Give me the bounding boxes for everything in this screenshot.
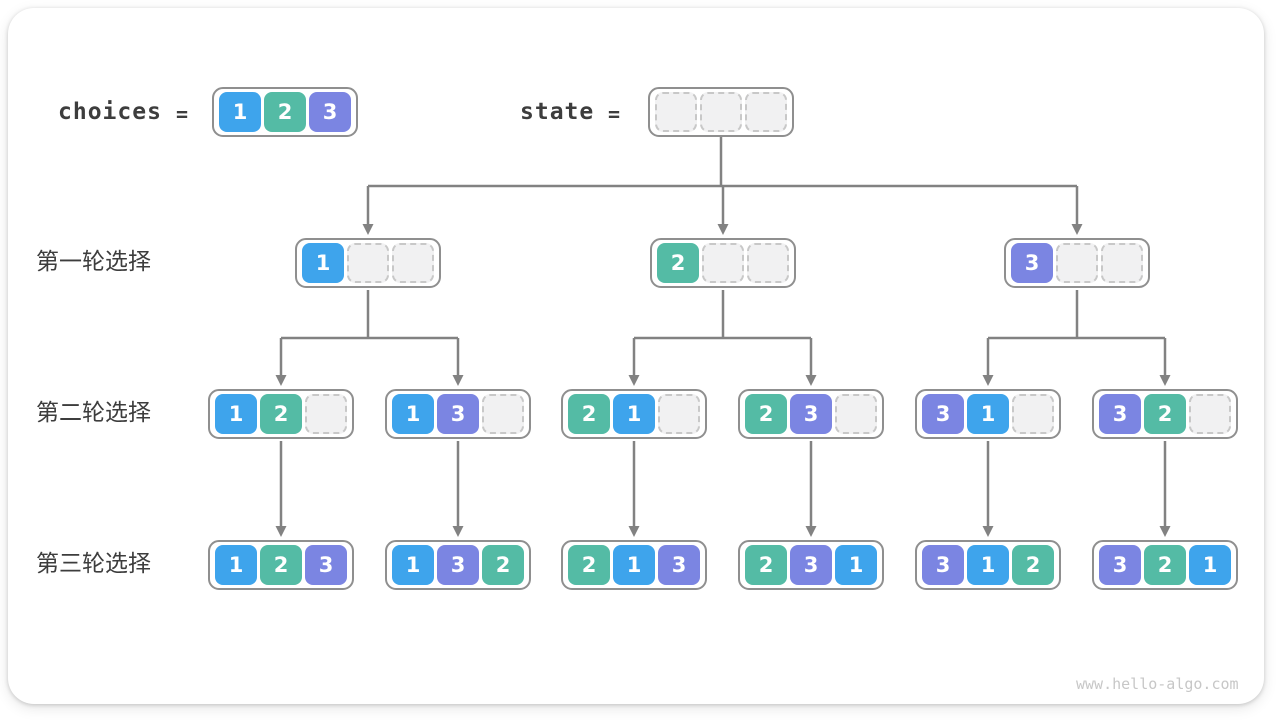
choice-cell: 1 (215, 545, 257, 585)
empty-cell (1056, 243, 1098, 283)
choice-cell: 1 (219, 92, 261, 132)
choice-cell: 2 (657, 243, 699, 283)
choice-cell: 2 (745, 394, 787, 434)
empty-cell (700, 92, 742, 132)
state-node: 3 (1004, 238, 1150, 288)
choice-cell: 1 (967, 545, 1009, 585)
choices-label: choices (58, 99, 162, 125)
empty-cell (1189, 394, 1231, 434)
choice-cell: 3 (437, 545, 479, 585)
choice-cell: 2 (568, 394, 610, 434)
state-node: 1 (295, 238, 441, 288)
choice-cell: 1 (613, 394, 655, 434)
choice-cell: 1 (967, 394, 1009, 434)
choice-cell: 3 (922, 394, 964, 434)
empty-cell (658, 394, 700, 434)
choice-cell: 3 (658, 545, 700, 585)
equals-sign: = (176, 102, 189, 126)
round-label-2: 第二轮选择 (36, 399, 151, 425)
choice-cell: 2 (482, 545, 524, 585)
empty-cell (835, 394, 877, 434)
empty-cell (1101, 243, 1143, 283)
choice-cell: 1 (835, 545, 877, 585)
empty-cell (347, 243, 389, 283)
choice-cell: 2 (260, 394, 302, 434)
state-array (648, 87, 794, 137)
empty-cell (392, 243, 434, 283)
choice-cell: 2 (745, 545, 787, 585)
choice-cell: 1 (215, 394, 257, 434)
round-label-1: 第一轮选择 (36, 248, 151, 274)
choice-cell: 3 (437, 394, 479, 434)
empty-cell (747, 243, 789, 283)
state-label: state (520, 99, 595, 125)
state-node: 2 (650, 238, 796, 288)
choice-cell: 1 (392, 545, 434, 585)
choice-cell: 3 (305, 545, 347, 585)
choice-cell: 2 (1012, 545, 1054, 585)
choice-cell: 1 (392, 394, 434, 434)
choice-cell: 2 (1144, 394, 1186, 434)
empty-cell (482, 394, 524, 434)
watermark: www.hello-algo.com (1076, 675, 1239, 693)
choice-cell: 3 (922, 545, 964, 585)
empty-cell (702, 243, 744, 283)
choice-cell: 1 (1189, 545, 1231, 585)
choice-cell: 1 (302, 243, 344, 283)
empty-cell (1012, 394, 1054, 434)
empty-cell (745, 92, 787, 132)
choice-cell: 3 (309, 92, 351, 132)
choice-cell: 1 (613, 545, 655, 585)
choice-cell: 3 (790, 545, 832, 585)
choice-cell: 3 (1099, 545, 1141, 585)
choice-cell: 2 (260, 545, 302, 585)
round-label-3: 第三轮选择 (36, 550, 151, 576)
choice-cell: 2 (264, 92, 306, 132)
empty-cell (305, 394, 347, 434)
choice-cell: 2 (1144, 545, 1186, 585)
choice-cell: 3 (1011, 243, 1053, 283)
choice-cell: 3 (790, 394, 832, 434)
choice-cell: 2 (568, 545, 610, 585)
choice-cell: 3 (1099, 394, 1141, 434)
equals-sign: = (608, 102, 621, 126)
empty-cell (655, 92, 697, 132)
